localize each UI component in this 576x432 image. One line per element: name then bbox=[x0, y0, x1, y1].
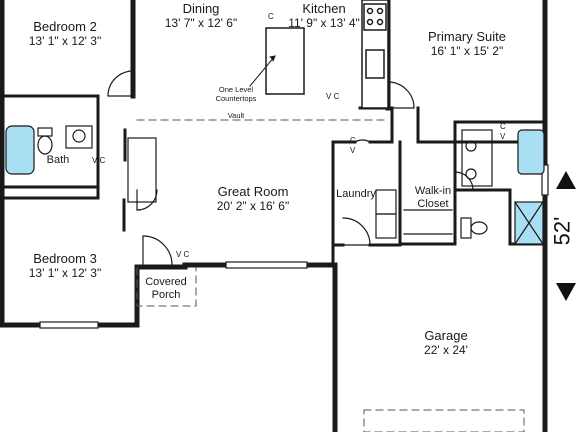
countertops-line1: One Level bbox=[218, 85, 254, 94]
dining-name: Dining bbox=[182, 1, 220, 16]
primary-suite-label: Primary Suite 16' 1" x 15' 2" bbox=[414, 29, 520, 59]
walk-in-closet-line1: Walk-in bbox=[414, 185, 452, 197]
bedroom-3-dims: 13' 1" x 12' 3" bbox=[28, 265, 102, 280]
vault-note: Vault bbox=[224, 111, 248, 121]
overall-dimension: 52' bbox=[549, 216, 575, 246]
covered-porch-line1: Covered bbox=[145, 276, 187, 288]
primary-suite-dims: 16' 1" x 15' 2" bbox=[430, 43, 504, 58]
bedroom-3-name: Bedroom 3 bbox=[33, 251, 97, 266]
vault-text: Vault bbox=[227, 111, 245, 120]
countertop-arrow bbox=[249, 55, 276, 87]
great-room-name: Great Room bbox=[217, 184, 289, 199]
covered-porch-line2: Porch bbox=[151, 288, 181, 301]
walk-in-closet-label: Walk-in Closet bbox=[410, 185, 456, 210]
dining-label: Dining 13' 7" x 12' 6" bbox=[146, 1, 256, 31]
v-marker-laundry: V bbox=[350, 146, 356, 155]
c-marker-laundry: C bbox=[350, 136, 356, 145]
bedroom-2-name: Bedroom 2 bbox=[33, 19, 97, 34]
vc-marker-kitchen: V C bbox=[326, 92, 340, 101]
kitchen-label: Kitchen 11' 9" x 13' 4" bbox=[272, 1, 376, 31]
exterior-walls bbox=[0, 0, 548, 432]
great-room-dims: 20' 2" x 16' 6" bbox=[216, 198, 290, 213]
primary-suite-name: Primary Suite bbox=[427, 29, 507, 44]
c-marker-kitchen: C bbox=[268, 12, 274, 21]
bath-label: Bath bbox=[38, 154, 78, 167]
c-marker-suite: C bbox=[500, 122, 506, 131]
bath-name: Bath bbox=[46, 154, 70, 166]
vc-marker-porch: V C bbox=[176, 250, 190, 259]
laundry-name: Laundry bbox=[336, 188, 376, 200]
kitchen-name: Kitchen bbox=[302, 1, 346, 16]
kitchen-counters bbox=[265, 0, 389, 109]
interior-walls bbox=[0, 94, 547, 267]
walk-in-closet-line2: Closet bbox=[417, 197, 449, 210]
vc-marker-bath: V C bbox=[92, 156, 106, 165]
garage-label: Garage 22' x 24' bbox=[396, 328, 496, 358]
great-room-label: Great Room 20' 2" x 16' 6" bbox=[200, 184, 306, 214]
laundry-label: Laundry bbox=[334, 188, 378, 201]
bedroom-2-dims: 13' 1" x 12' 3" bbox=[28, 33, 102, 48]
windows bbox=[39, 164, 549, 329]
bedroom-2-label: Bedroom 2 13' 1" x 12' 3" bbox=[15, 19, 115, 49]
dimension-arrow-down-icon bbox=[556, 283, 576, 301]
dining-dims: 13' 7" x 12' 6" bbox=[164, 15, 238, 30]
garage-dims: 22' x 24' bbox=[424, 342, 468, 357]
countertops-note: One Level Countertops bbox=[206, 85, 266, 103]
bedroom-3-label: Bedroom 3 13' 1" x 12' 3" bbox=[15, 251, 115, 281]
door-swings bbox=[97, 70, 474, 266]
covered-porch-label: Covered Porch bbox=[140, 276, 192, 301]
dimension-arrow-up-icon bbox=[556, 171, 576, 189]
kitchen-dims: 11' 9" x 13' 4" bbox=[288, 15, 360, 30]
v-marker-suite: V bbox=[500, 132, 506, 141]
garage-name: Garage bbox=[424, 328, 468, 343]
bath-fixtures bbox=[5, 125, 545, 245]
countertops-line2: Countertops bbox=[215, 93, 257, 103]
dashed-lines bbox=[136, 29, 525, 432]
